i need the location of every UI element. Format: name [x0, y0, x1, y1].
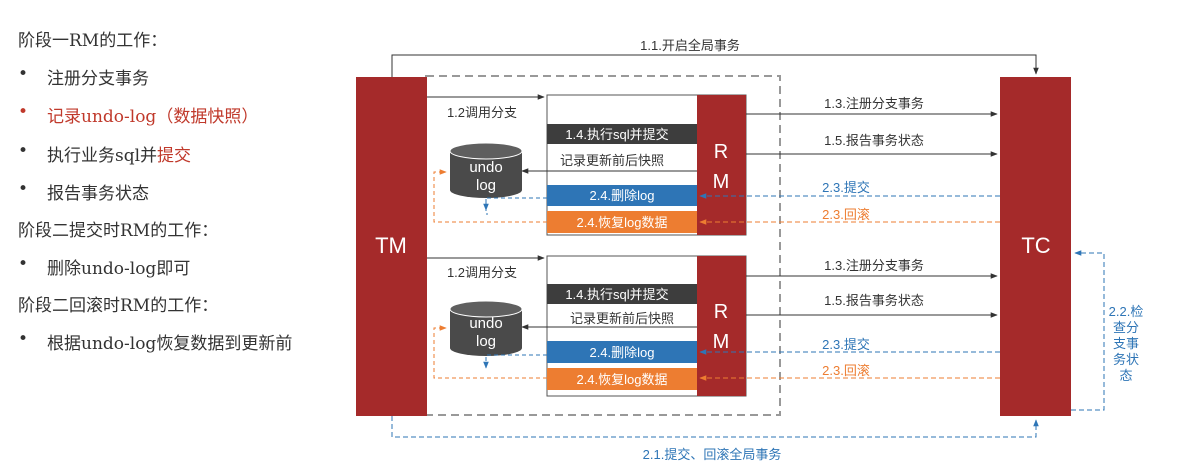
rm2-undo-label-1: undo [469, 315, 502, 332]
rm1-arrow-restore-log [433, 169, 547, 223]
rm2-restore-log-label: 2.4.恢复log数据 [576, 372, 667, 387]
rm2-delete-log-box [547, 341, 697, 363]
rm2-label-commit: 2.3.提交 [822, 337, 870, 352]
bullet-4: • [18, 179, 29, 199]
rm1-label-call-branch: 1.2调用分支 [447, 105, 517, 120]
rm2-box [697, 256, 746, 396]
arrow-global-commit-rollback [391, 416, 1039, 438]
phase1-item-register: 注册分支事务 [47, 69, 149, 89]
bullet-5: • [18, 254, 29, 274]
label-global-commit-rollback: 2.1.提交、回滚全局事务 [643, 447, 782, 462]
label-check-branch-1: 2.2.检 [1109, 304, 1144, 319]
rm2-exec-sql-pre: 1.4.执行sql并 [565, 287, 642, 302]
arrow-check-branch [1071, 250, 1105, 411]
tc-label: TC [1021, 233, 1050, 258]
rm2-undo-cylinder-top [449, 300, 523, 318]
rm2-label-report-status: 1.5.报告事务状态 [824, 293, 924, 308]
rm1-undo-label-2: log [476, 177, 496, 194]
phase1-item-exec-sql-hl: 提交 [157, 146, 192, 166]
rm2-arrow-delete-log-line [485, 354, 547, 370]
rm2-label-rollback: 2.3.回滚 [822, 363, 870, 378]
rm-group-2: R M 1.2调用分支 1.4.执行sql并提交 记录更新前后快照 undo l… [427, 255, 1000, 397]
rm2-label-r: R [714, 301, 728, 323]
rm1-label-report-status: 1.5.报告事务状态 [824, 133, 924, 148]
rm1-exec-sql-box [547, 124, 697, 144]
rm2-undo-cylinder-body [450, 309, 522, 356]
rm2-exec-sql-box [547, 284, 697, 304]
label-check-branch-2: 查分 [1113, 320, 1139, 335]
bullet-1: • [18, 64, 29, 84]
phase1-item-exec-sql-pre: 执行业务sql并 [47, 146, 158, 166]
phase1-item-exec-sql: 执行业务sql并提交 [47, 141, 191, 166]
rm2-delete-log-label: 2.4.删除log [589, 345, 654, 360]
rm-group-1: R M 1.2调用分支 1.4.执行sql并提交 记录更新前后快照 undo l… [427, 94, 1000, 236]
rm1-arrow-delete-log-line [485, 197, 547, 215]
arrow-open-global [391, 54, 1039, 77]
label-check-branch-5: 态 [1119, 368, 1132, 383]
phase2-commit-item: 删除undo-log即可 [47, 259, 191, 279]
rm1-delete-log-box [547, 185, 697, 206]
label-check-branch-4: 务状 [1113, 352, 1139, 367]
rm2-undo-label-2: log [476, 333, 496, 350]
phase2-rollback-item: 根据undo-log恢复数据到更新前 [47, 334, 293, 354]
rm1-restore-log-label: 2.4.恢复log数据 [576, 215, 667, 230]
rm1-label-record-snapshot: 记录更新前后快照 [560, 153, 664, 168]
rm1-label-commit: 2.3.提交 [822, 180, 870, 195]
rm2-label-record-snapshot: 记录更新前后快照 [570, 311, 674, 326]
tm-box [356, 77, 427, 416]
rm1-box [697, 95, 746, 235]
rm1-label-m: M [713, 171, 730, 193]
rm1-restore-log-box [547, 211, 697, 233]
phase2-commit-title: 阶段二提交时RM的工作： [18, 221, 219, 241]
label-check-branch-3: 支事 [1113, 336, 1139, 351]
rm2-label-m: M [713, 331, 730, 353]
label-open-global: 1.1.开启全局事务 [640, 38, 740, 53]
phase1-item-undo-log: 记录undo-log（数据快照） [47, 107, 259, 127]
rm2-exec-sql-hl: 提交 [643, 287, 669, 302]
rm1-label-r: R [714, 141, 728, 163]
rm1-exec-sql-hl: 提交 [643, 127, 669, 142]
phase2-rollback-title: 阶段二回滚时RM的工作： [18, 296, 219, 316]
rm2-label-call-branch: 1.2调用分支 [447, 265, 517, 280]
rm1-undo-label-1: undo [469, 159, 502, 176]
tm-label: TM [375, 233, 407, 258]
rm1-undo-cylinder-top [449, 142, 523, 160]
rm2-exec-sql-label: 1.4.执行sql并提交 [565, 287, 668, 302]
rm1-delete-log-label: 2.4.删除log [589, 188, 654, 203]
bullet-6: • [18, 329, 29, 349]
rm2-arrow-restore-log [433, 325, 547, 379]
rm2-restore-log-box [547, 368, 697, 390]
bullet-2: • [18, 102, 29, 122]
tc-box [1000, 77, 1071, 416]
left-description-panel: 阶段一RM的工作： • 注册分支事务 • 记录undo-log（数据快照） • … [0, 0, 345, 468]
rm1-exec-sql-pre: 1.4.执行sql并 [565, 127, 642, 142]
rm1-undo-cylinder-body [450, 151, 522, 198]
rm2-label-register-branch: 1.3.注册分支事务 [824, 258, 924, 273]
rm1-label-register-branch: 1.3.注册分支事务 [824, 96, 924, 111]
rm1-exec-sql-label: 1.4.执行sql并提交 [565, 127, 668, 142]
phase1-item-report: 报告事务状态 [47, 184, 149, 204]
phase1-title: 阶段一RM的工作： [18, 31, 168, 51]
bullet-3: • [18, 141, 29, 161]
rm1-label-rollback: 2.3.回滚 [822, 207, 870, 222]
